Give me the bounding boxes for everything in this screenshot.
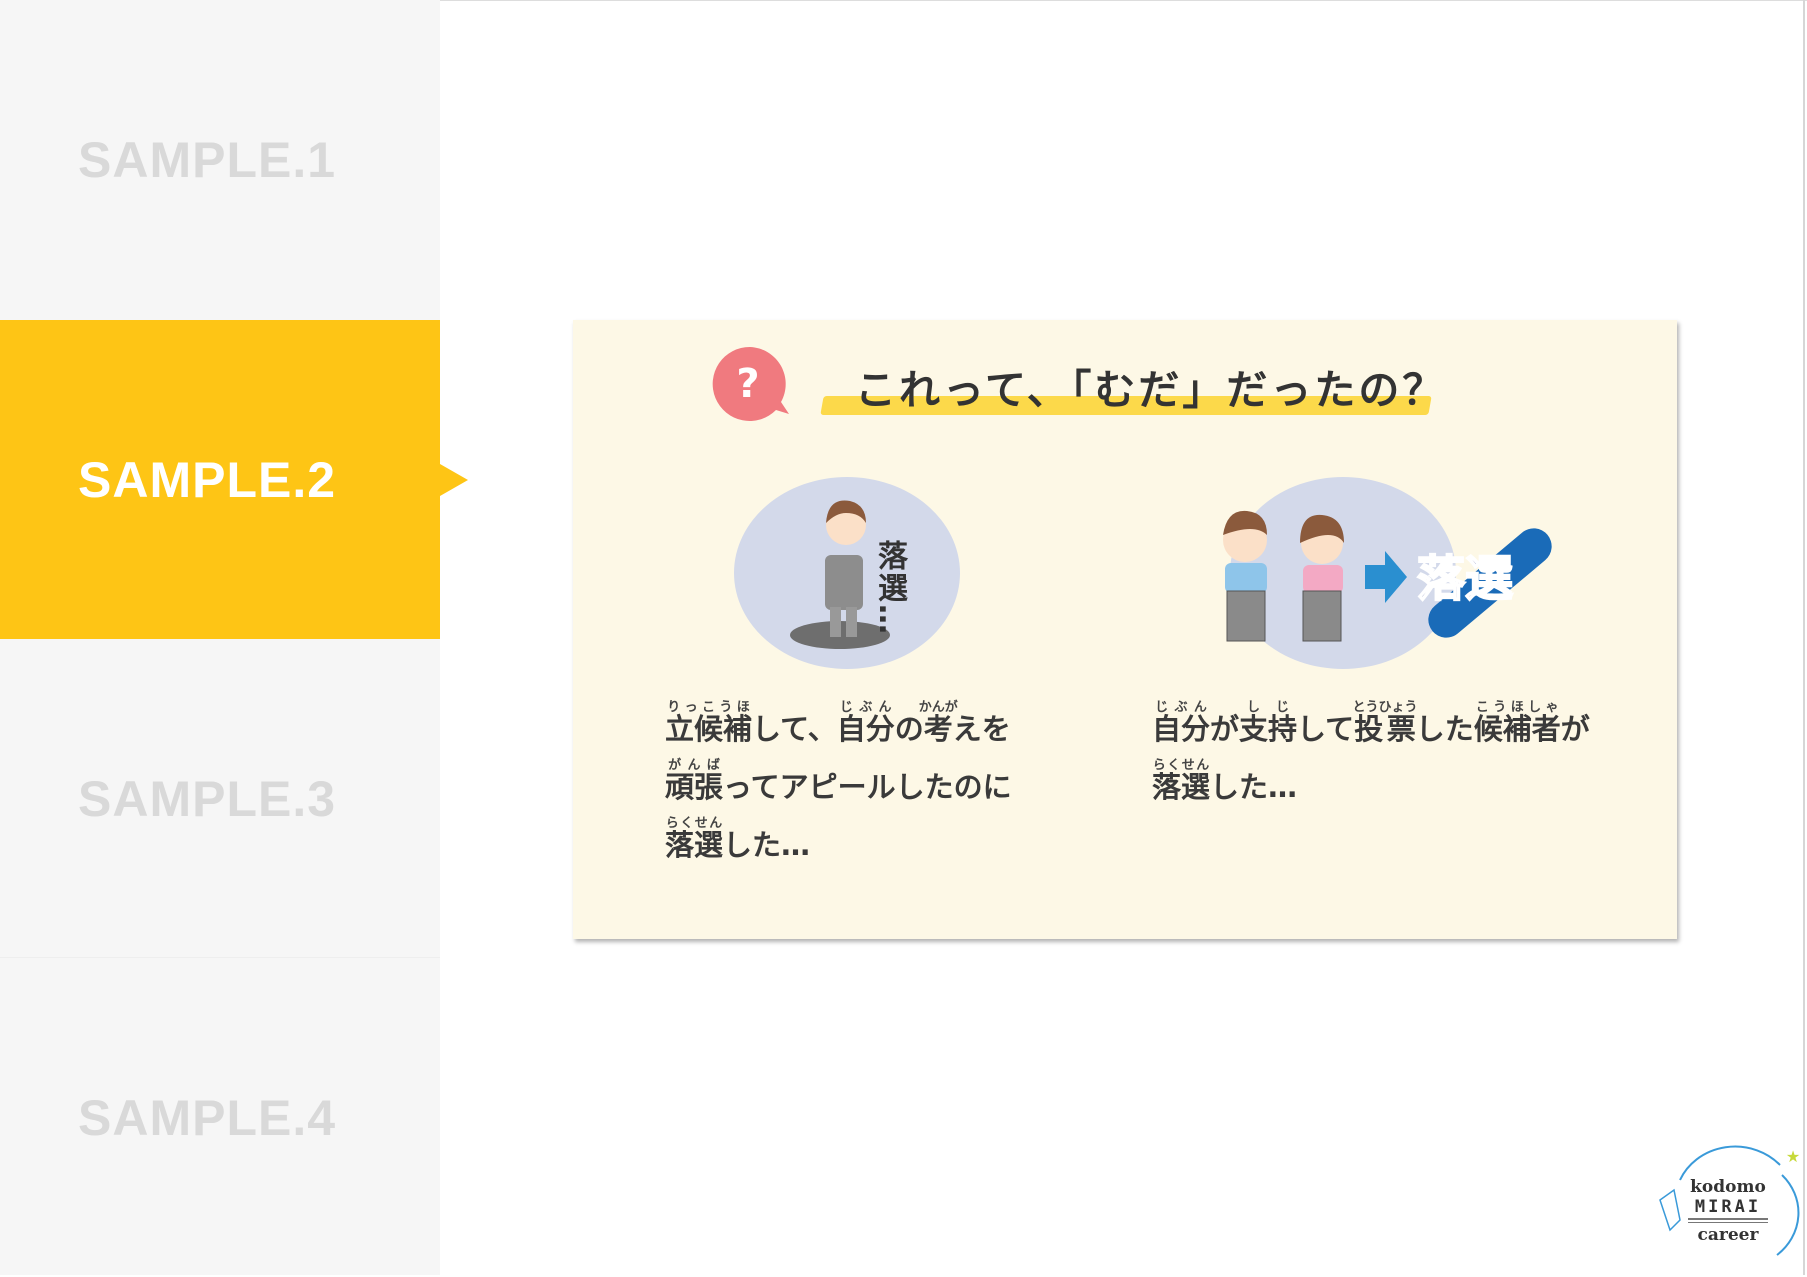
caption-line: 自分じぶんが支持しじして投票とうひょうした候補者こうほしゃが bbox=[1152, 700, 1590, 758]
caption-line: 立候補りっこうほして、自分じぶんの考かんがえを bbox=[665, 700, 1012, 758]
furigana: こうほしゃ bbox=[1473, 700, 1561, 715]
tab-label: SAMPLE.3 bbox=[78, 770, 337, 827]
voters-illustration: 落選 bbox=[1223, 510, 1552, 642]
divider bbox=[0, 957, 440, 958]
caption-text: の bbox=[894, 712, 924, 746]
svg-text:★: ★ bbox=[1786, 1147, 1800, 1166]
furigana-word: 頑張がんば bbox=[665, 758, 724, 804]
slide-title: これって、「むだ」だったの？ bbox=[855, 366, 1447, 414]
right-illustration-text: 落選 bbox=[1417, 551, 1513, 607]
caption-text: えを bbox=[952, 712, 1011, 746]
caption-text: が bbox=[1210, 712, 1240, 746]
left-caption: 立候補りっこうほして、自分じぶんの考かんがえを頑張がんばってアピールしたのに落選… bbox=[665, 700, 1012, 874]
caption-text: して、 bbox=[752, 712, 837, 746]
furigana-word: 考かんが bbox=[918, 700, 958, 746]
tab-sample-4[interactable]: SAMPLE.4 bbox=[0, 958, 440, 1277]
furigana-word: 落選らくせん bbox=[1152, 758, 1211, 804]
question-bubble-icon: ? bbox=[712, 346, 789, 421]
furigana-word: 落選らくせん bbox=[665, 816, 724, 862]
sample-sidebar: SAMPLE.1 SAMPLE.2 SAMPLE.3 SAMPLE.4 bbox=[0, 0, 468, 1277]
tab-sample-1[interactable]: SAMPLE.1 bbox=[0, 0, 440, 319]
right-caption: 自分じぶんが支持しじして投票とうひょうした候補者こうほしゃが落選らくせんした… bbox=[1152, 700, 1590, 816]
furigana: とうひょう bbox=[1352, 700, 1418, 715]
furigana-word: 立候補りっこうほ bbox=[665, 700, 753, 746]
kodomo-mirai-career-logo: ★ kodomo MIRAI career bbox=[1659, 1145, 1800, 1256]
furigana-word: 自分じぶん bbox=[1152, 700, 1211, 746]
caption-text: が bbox=[1560, 712, 1590, 746]
caption-text: した… bbox=[1210, 770, 1298, 804]
tab-label: SAMPLE.1 bbox=[78, 131, 337, 188]
furigana: かんが bbox=[918, 700, 958, 715]
svg-text:kodomo: kodomo bbox=[1690, 1177, 1766, 1197]
furigana: がんば bbox=[665, 758, 723, 773]
caption-text: した… bbox=[723, 828, 811, 862]
furigana-word: 自分じぶん bbox=[836, 700, 895, 746]
tab-sample-2[interactable]: SAMPLE.2 bbox=[0, 320, 468, 639]
svg-text:career: career bbox=[1698, 1225, 1760, 1245]
caption-text: して bbox=[1297, 712, 1355, 746]
furigana-word: 候補者こうほしゃ bbox=[1473, 700, 1561, 746]
furigana: じぶん bbox=[1152, 700, 1210, 715]
left-illustration-text: 落選… bbox=[872, 540, 907, 636]
caption-line: 落選らくせんした… bbox=[1152, 758, 1590, 816]
caption-text: した bbox=[1415, 712, 1474, 746]
caption-text: ってアピールしたのに bbox=[723, 770, 1012, 804]
tab-label: SAMPLE.2 bbox=[78, 451, 337, 508]
furigana-word: 支持しじ bbox=[1239, 700, 1298, 746]
top-border bbox=[440, 0, 1807, 1]
furigana: らくせん bbox=[1152, 758, 1211, 773]
furigana-word: 投票とうひょう bbox=[1352, 700, 1418, 746]
caption-line: 頑張がんばってアピールしたのに bbox=[665, 758, 1012, 816]
svg-text:MIRAI: MIRAI bbox=[1695, 1197, 1761, 1217]
right-border bbox=[1803, 0, 1805, 1275]
furigana: じぶん bbox=[836, 700, 895, 715]
tab-sample-3[interactable]: SAMPLE.3 bbox=[0, 639, 440, 958]
svg-text:?: ? bbox=[736, 361, 759, 407]
tab-label: SAMPLE.4 bbox=[78, 1089, 337, 1146]
caption-line: 落選らくせんした… bbox=[665, 816, 1012, 874]
furigana: りっこうほ bbox=[665, 700, 752, 715]
furigana: しじ bbox=[1239, 700, 1298, 715]
furigana: らくせん bbox=[665, 816, 724, 831]
defeated-candidate-illustration bbox=[790, 500, 890, 649]
